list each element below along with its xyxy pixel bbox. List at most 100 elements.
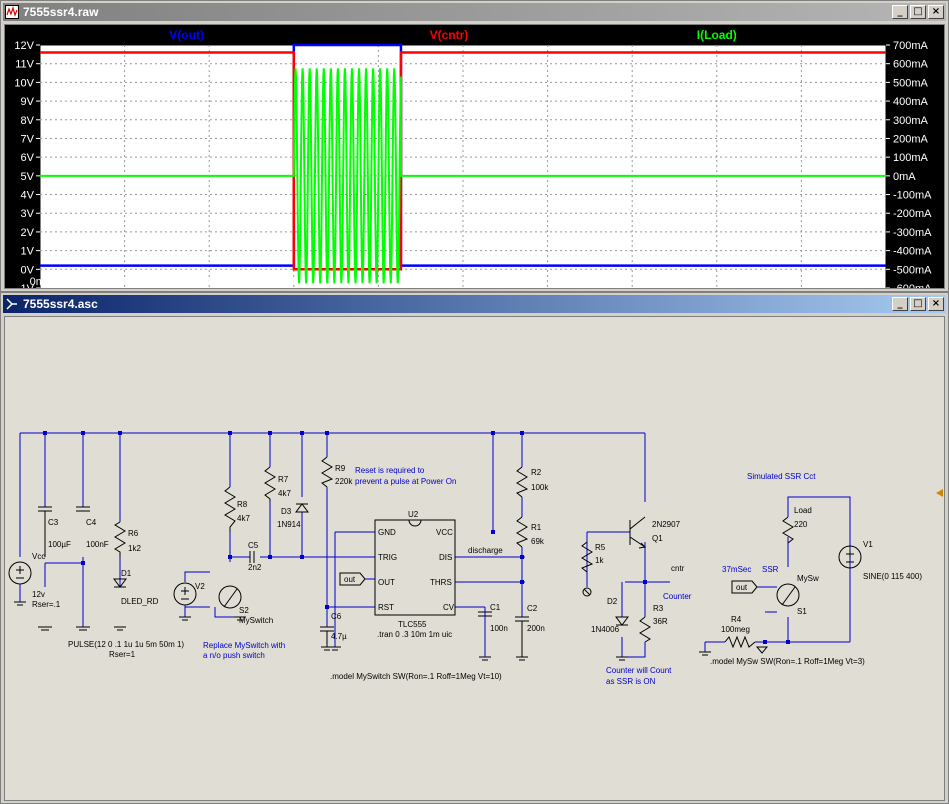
minimize-button[interactable]: _ — [892, 5, 908, 19]
x-tick-label: 150ms — [446, 276, 480, 288]
cntr-net-label: cntr — [671, 564, 685, 573]
x-tick-label: 240ms — [700, 276, 734, 288]
y-tick-label-right: 600mA — [893, 59, 929, 71]
trace-label-2[interactable]: I(Load) — [697, 28, 737, 42]
restore-button[interactable]: □ — [910, 5, 926, 19]
resistor-r1[interactable] — [516, 516, 529, 548]
resistor-r7[interactable] — [264, 466, 276, 502]
v2-name: V2 — [195, 582, 205, 591]
capacitor-c4[interactable] — [76, 506, 90, 512]
r2-name: R2 — [531, 468, 542, 477]
counter-note-line1: Counter will Count — [606, 666, 672, 675]
r7-value: 4k7 — [278, 489, 291, 498]
mysw-label: MySw — [797, 574, 819, 583]
c4-value: 100nF — [86, 540, 109, 549]
x-tick-label: 90ms — [280, 276, 307, 288]
trace-label-0[interactable]: V(out) — [169, 28, 204, 42]
y-tick-label-left: 11V — [15, 59, 34, 71]
ssr-out-flag[interactable] — [731, 580, 777, 594]
switch-s2[interactable] — [218, 585, 246, 621]
r9-name: R9 — [335, 464, 346, 473]
switch-s1[interactable] — [776, 583, 800, 607]
d3-value: 1N914 — [277, 520, 301, 529]
y-tick-label-left: 6V — [21, 152, 35, 164]
resistor-r8[interactable] — [224, 486, 236, 532]
wire-junctions — [43, 431, 790, 644]
replace-note-line2: a n/o push switch — [203, 651, 265, 660]
resistor-r5[interactable] — [581, 541, 594, 573]
counter-note-line2: as SSR is ON — [606, 677, 656, 686]
vcc-source[interactable] — [8, 561, 32, 606]
r5-value: 1k — [595, 556, 604, 565]
counter-label: Counter — [663, 592, 692, 601]
ground-counter — [616, 656, 628, 661]
discharge-net-label: discharge — [468, 546, 503, 555]
resistor-r2[interactable] — [516, 466, 529, 498]
diode-d3[interactable] — [295, 503, 309, 513]
q1-name: Q1 — [652, 534, 663, 543]
ground-u2 — [329, 646, 341, 651]
resistor-r9[interactable] — [321, 456, 334, 488]
c5-name: C5 — [248, 541, 259, 550]
schematic-titlebar[interactable]: 7555ssr4.asc _ □ × — [3, 295, 946, 313]
y-tick-label-right: 0mA — [893, 171, 916, 183]
resistor-r4[interactable] — [724, 635, 756, 649]
c2-value: 200n — [527, 624, 545, 633]
waveform-pane[interactable]: 12V11V10V9V8V7V6V5V4V3V2V1V0V-1V700mA600… — [4, 24, 945, 289]
diode-d2[interactable] — [615, 616, 629, 626]
tran-directive: .tran 0 .3 10m 1m uic — [377, 630, 452, 639]
series-I(Load) — [40, 68, 886, 284]
c6-name: C6 — [331, 612, 342, 621]
voltage-source-v1[interactable] — [838, 545, 862, 569]
capacitor-c3[interactable] — [38, 506, 52, 557]
s1-name: S1 — [797, 607, 807, 616]
ssr-out-net-label: out — [736, 583, 748, 592]
resistor-r3[interactable] — [639, 616, 651, 643]
vcc-value: 12v — [32, 590, 45, 599]
schematic-wires — [19, 432, 851, 658]
c5-value: 2n2 — [248, 563, 262, 572]
capacitor-c2[interactable] — [515, 616, 529, 661]
minimize-button[interactable]: _ — [892, 297, 908, 311]
close-button[interactable]: × — [928, 5, 944, 19]
c3-value: 100µF — [48, 540, 71, 549]
schematic-drawing[interactable]: .w{stroke:#0000cc;stroke-width:1;fill:no… — [5, 317, 946, 800]
pulse-spec: PULSE(12 0 .1 1u 1u 5m 50m 1) — [68, 640, 184, 649]
voltage-source-v2[interactable] — [173, 582, 197, 621]
y-tick-label-right: 200mA — [893, 133, 929, 145]
r2-value: 100k — [531, 483, 549, 492]
restore-button[interactable]: □ — [910, 297, 926, 311]
r4-value: 100meg — [721, 625, 750, 634]
ground-ssr — [699, 646, 769, 656]
reset-note-line2: prevent a pulse at Power On — [355, 477, 456, 486]
d2-value: 1N4006 — [591, 625, 620, 634]
c3-name: C3 — [48, 518, 59, 527]
load-resistor[interactable] — [782, 516, 794, 544]
ssr-label: SSR — [762, 565, 779, 574]
y-tick-label-left: 8V — [21, 115, 35, 127]
waveform-plot[interactable]: 12V11V10V9V8V7V6V5V4V3V2V1V0V-1V700mA600… — [5, 25, 946, 288]
capacitor-c1[interactable] — [478, 611, 492, 661]
y-tick-label-right: -100mA — [893, 190, 932, 202]
trace-label-1[interactable]: V(cntr) — [430, 28, 469, 42]
schematic-window-title: 7555ssr4.asc — [23, 297, 98, 311]
output-label-flag[interactable] — [339, 572, 375, 586]
r1-name: R1 — [531, 523, 542, 532]
resistor-r6[interactable] — [114, 521, 126, 557]
load-value: 220 — [794, 520, 808, 529]
y-tick-label-right: -200mA — [893, 208, 932, 220]
schematic-canvas[interactable]: .w{stroke:#0000cc;stroke-width:1;fill:no… — [4, 316, 945, 801]
schematic-window[interactable]: 7555ssr4.asc _ □ × .w{stroke:#0000cc;str… — [0, 292, 949, 804]
close-button[interactable]: × — [928, 297, 944, 311]
cursor-arrow-icon — [936, 489, 943, 497]
r1-value: 69k — [531, 537, 545, 546]
c1-value: 100n — [490, 624, 508, 633]
y-tick-label-left: 5V — [21, 171, 35, 183]
transistor-q1[interactable] — [629, 516, 647, 549]
diode-d1[interactable] — [113, 578, 127, 631]
timer-ic-u2[interactable] — [374, 519, 456, 616]
capacitor-c5[interactable] — [249, 551, 255, 563]
waveform-titlebar[interactable]: 7555ssr4.raw _ □ × — [3, 3, 946, 21]
ground-r5 — [582, 587, 592, 597]
